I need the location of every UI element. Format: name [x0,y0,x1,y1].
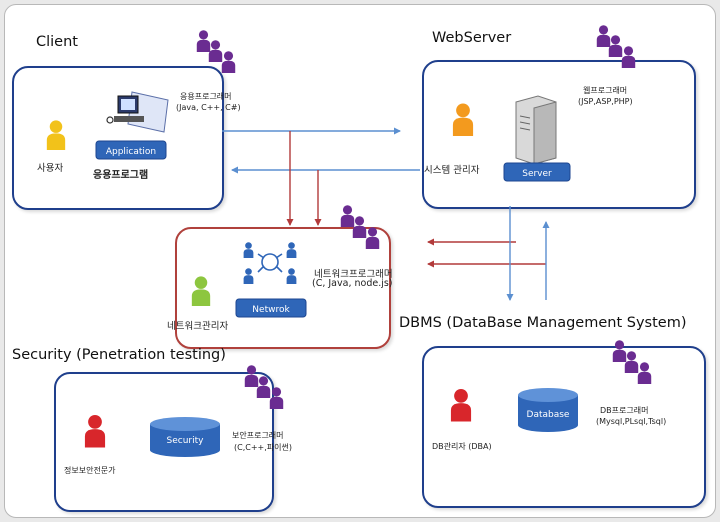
app-programmer-langs: (Java, C++, C#) [176,103,241,112]
security-expert-person-icon [84,414,106,448]
database-label: Database [527,410,570,420]
dba-person-icon [450,388,472,422]
application-label: Application [106,147,156,157]
security-cylinder-icon [150,417,220,457]
client-title: Client [36,34,78,50]
db-programmer-label: DB프로그래머 [600,406,649,415]
network-label: Netwrok [252,305,290,315]
db-programmer-langs: (Mysql,PLsql,Tsql) [596,417,667,426]
webserver-programmer-group-icon [596,25,636,68]
network-admin-person-icon [191,276,211,306]
network-admin-label: 네트워크관리자 [167,321,229,332]
app-programmer-label: 응용프로그래머 [180,92,232,101]
dbms-programmer-group-icon [612,340,652,384]
application-caption: 응용프로그램 [93,170,149,181]
dba-label: DB관리자 (DBA) [432,442,492,451]
dbms-title: DBMS (DataBase Management System) [399,315,687,331]
database-cylinder-icon [518,388,578,432]
security-programmer-group-icon [244,365,284,409]
security-programmer-label: 보안프로그래머 [232,431,284,440]
web-programmer-label: 웹프로그래머 [583,86,628,95]
server-label: Server [522,169,552,179]
application-button-bg [95,140,167,160]
network-button-bg [235,298,307,318]
network-programmer-langs: (C, Java, node.js) [312,278,393,289]
network-panel [175,227,391,349]
security-title: Security (Penetration testing) [12,347,226,363]
server-tower-icon [515,95,557,165]
user-label: 사용자 [37,163,64,174]
network-programmer-label: 네트워크프로그래머 [314,269,393,280]
computer-icon [106,91,169,133]
webserver-title: WebServer [432,30,512,46]
system-admin-person-icon [452,103,474,136]
user-person-icon [46,120,66,150]
web-programmer-langs: (JSP,ASP,PHP) [578,97,633,106]
system-admin-label: 시스템 관리자 [424,165,480,176]
client-programmer-group-icon [196,30,236,73]
security-expert-label: 정보보안전문가 [64,466,116,475]
server-button-bg [503,162,571,182]
network-nodes-icon [243,242,297,284]
security-db-label: Security [167,436,205,446]
network-programmer-group-icon [340,205,380,249]
security-programmer-langs: (C,C++,파이썬) [234,443,292,452]
